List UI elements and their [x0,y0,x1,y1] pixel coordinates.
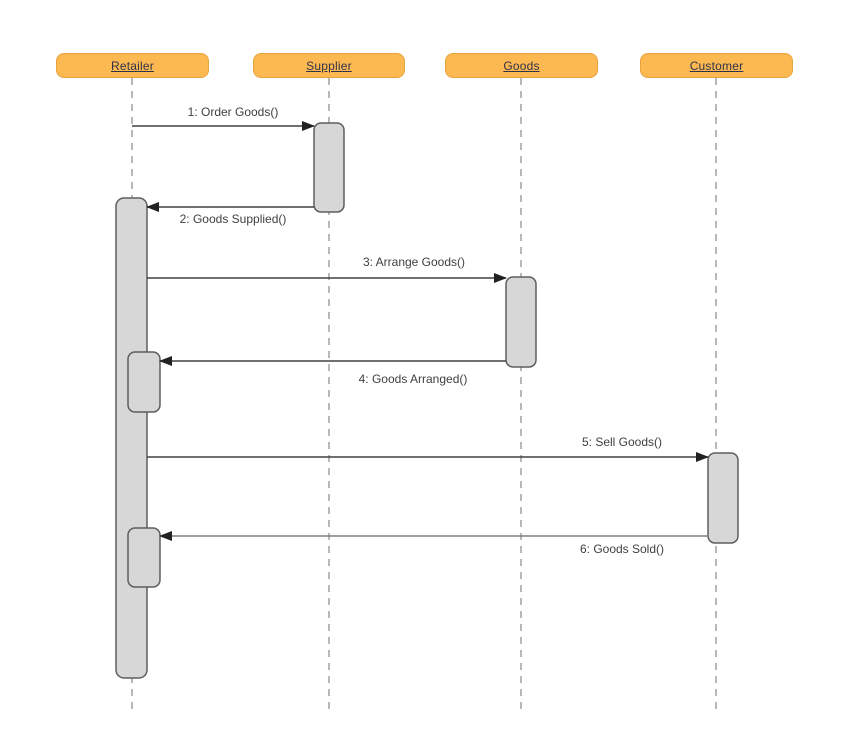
actor-header-goods: Goods [445,53,598,78]
actor-header-customer: Customer [640,53,793,78]
message-3-label: 3: Arrange Goods() [362,255,466,269]
actor-header-retailer: Retailer [56,53,209,78]
actor-label-supplier: Supplier [306,58,352,73]
activation-supplier [313,122,345,213]
activation-retailer-nested-2 [127,527,161,588]
message-6-label: 6: Goods Sold() [579,542,665,556]
message-5-label: 5: Sell Goods() [581,435,663,449]
message-4-label: 4: Goods Arranged() [358,372,468,386]
actor-label-customer: Customer [689,58,744,73]
actor-label-goods: Goods [503,58,540,73]
actor-header-supplier: Supplier [253,53,405,78]
activation-retailer-main [115,197,148,679]
activation-customer [707,452,739,544]
actor-label-retailer: Retailer [111,58,154,73]
activation-goods [505,276,537,368]
message-1-label: 1: Order Goods() [187,105,279,119]
activation-retailer-nested-1 [127,351,161,413]
message-2-label: 2: Goods Supplied() [179,212,287,226]
